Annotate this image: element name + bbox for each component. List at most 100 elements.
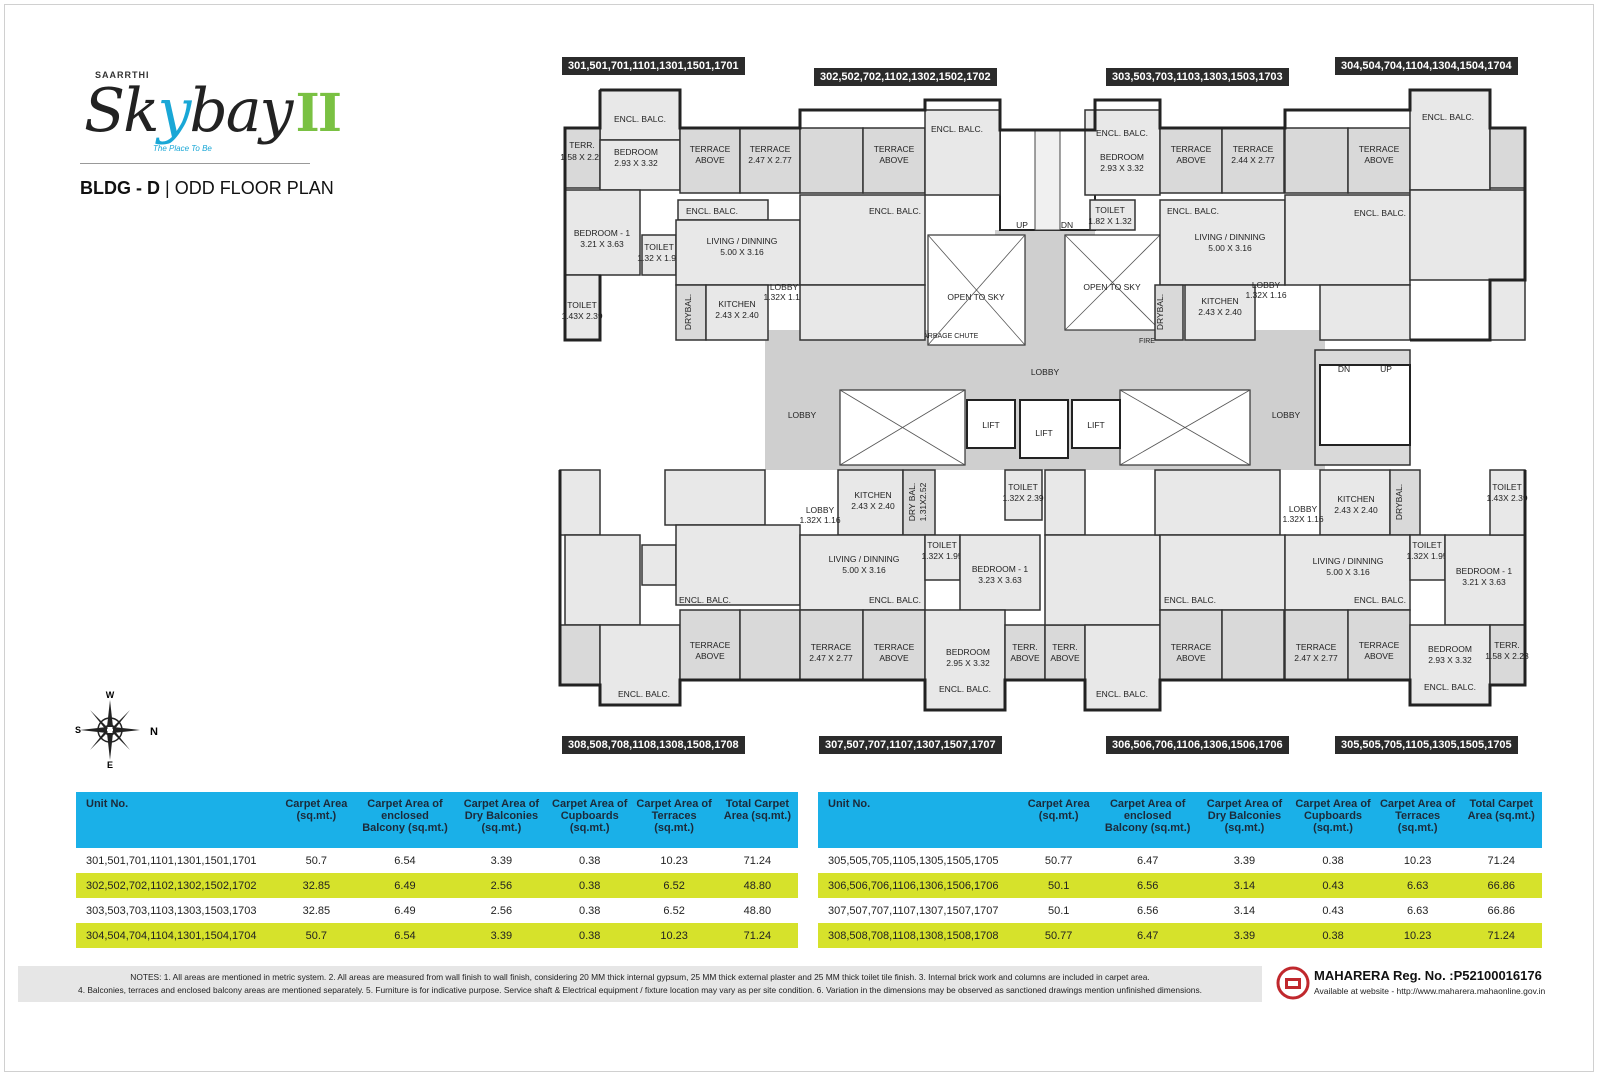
rera-reg-no: MAHARERA Reg. No. :P52100016176 <box>1314 968 1542 983</box>
area-cell: 50.7 <box>277 923 356 948</box>
svg-text:DRYBAL.: DRYBAL. <box>1394 484 1404 520</box>
svg-text:1.58 X 2.23: 1.58 X 2.23 <box>1485 651 1529 661</box>
svg-text:ENCL. BALC.: ENCL. BALC. <box>1167 206 1219 216</box>
open-shaft-north <box>1119 389 1251 466</box>
svg-text:ABOVE: ABOVE <box>879 653 909 663</box>
area-cell: 71.24 <box>716 923 798 948</box>
area-cell: 48.80 <box>716 873 798 898</box>
lobby-label-west: LOBBY <box>788 410 817 420</box>
svg-text:TERRACE: TERRACE <box>811 642 852 652</box>
col-encl: Carpet Area of enclosed Balcony (sq.mt.) <box>355 792 455 848</box>
svg-text:TOILET: TOILET <box>927 540 957 550</box>
svg-text:TERRACE: TERRACE <box>1233 144 1274 154</box>
svg-text:KITCHEN: KITCHEN <box>1337 494 1374 504</box>
area-cell: 3.39 <box>454 923 548 948</box>
svg-text:ABOVE: ABOVE <box>1050 653 1080 663</box>
open-to-sky-label: OPEN TO SKY <box>1083 282 1141 292</box>
area-cell: 6.63 <box>1406 904 1429 917</box>
svg-text:2.43 X 2.40: 2.43 X 2.40 <box>1334 505 1378 515</box>
svg-text:ABOVE: ABOVE <box>1364 651 1394 661</box>
garbage-chute-label: GARBAGE CHUTE <box>918 333 979 340</box>
svg-text:2.44 X 2.77: 2.44 X 2.77 <box>1231 155 1275 165</box>
compass-w: W <box>106 690 115 700</box>
area-cell: 3.39 <box>1233 854 1256 867</box>
area-cell: 3.39 <box>1197 923 1292 948</box>
svg-text:1.43X 2.39: 1.43X 2.39 <box>1486 493 1527 503</box>
svg-text:5.00 X 3.16: 5.00 X 3.16 <box>842 565 886 575</box>
svg-text:TERRACE: TERRACE <box>690 144 731 154</box>
svg-text:KITCHEN: KITCHEN <box>854 490 891 500</box>
svg-text:DRYBAL.: DRYBAL. <box>683 294 693 330</box>
area-table-left: Unit No. Carpet Area (sq.mt.) Carpet Are… <box>76 792 798 948</box>
svg-text:TERRACE: TERRACE <box>690 640 731 650</box>
col-total: Total Carpet Area (sq.mt.) <box>716 792 798 848</box>
svg-text:ENCL. BALC.: ENCL. BALC. <box>931 124 983 134</box>
svg-text:1.58 X 2.23: 1.58 X 2.23 <box>560 152 604 162</box>
area-cell: 3.14 <box>1233 904 1256 917</box>
svg-text:ABOVE: ABOVE <box>1176 653 1206 663</box>
lobby-label-center: LOBBY <box>1031 367 1060 377</box>
notes-box: NOTES: 1. All areas are mentioned in met… <box>18 966 1262 1002</box>
compass-n: N <box>150 726 158 738</box>
svg-text:1.32X 2.39: 1.32X 2.39 <box>1002 493 1043 503</box>
compass-e: E <box>107 760 113 770</box>
area-cell: 66.86 <box>1487 904 1515 917</box>
svg-text:ENCL. BALC.: ENCL. BALC. <box>1096 128 1148 138</box>
svg-text:DRY BAL.: DRY BAL. <box>907 483 917 521</box>
maharera-logo-icon <box>1276 966 1310 1000</box>
compass-icon: W E S N <box>75 690 158 770</box>
area-cell: 6.49 <box>394 904 416 917</box>
unit-label-308: 308,508,708,1108,1308,1508,1708 <box>562 736 745 754</box>
svg-text:2.47 X 2.77: 2.47 X 2.77 <box>809 653 853 663</box>
svg-text:ENCL. BALC.: ENCL. BALC. <box>618 689 670 699</box>
svg-text:UP: UP <box>1016 220 1028 230</box>
svg-text:2.43 X 2.40: 2.43 X 2.40 <box>851 501 895 511</box>
divider <box>80 163 310 164</box>
svg-text:BEDROOM - 1: BEDROOM - 1 <box>1456 566 1512 576</box>
area-cell: 0.38 <box>579 854 601 867</box>
svg-text:1.82 X 1.32: 1.82 X 1.32 <box>1088 216 1132 226</box>
svg-text:1.32X 1.95: 1.32X 1.95 <box>1406 551 1447 561</box>
svg-text:TOILET: TOILET <box>1095 205 1125 215</box>
svg-text:2.93 X 3.32: 2.93 X 3.32 <box>614 158 658 168</box>
svg-text:LOBBY: LOBBY <box>1252 280 1281 290</box>
area-cell: 0.43 <box>1322 904 1344 917</box>
unit-307: KITCHEN 2.43 X 2.40 DRY BAL. 1.31X2.52 L… <box>799 469 1046 711</box>
rera-block: MAHARERA Reg. No. :P52100016176 Availabl… <box>1276 966 1576 1002</box>
svg-text:3.21 X 3.63: 3.21 X 3.63 <box>580 239 624 249</box>
floor-plan: .rm{fill:#d9d9d9;stroke:#333;stroke-widt… <box>558 88 1529 712</box>
unit-no-cell: 308,508,708,1108,1308,1508,1708 <box>818 923 1020 948</box>
col-encl: Carpet Area of enclosed Balcony (sq.mt.) <box>1097 792 1198 848</box>
lift-1 <box>966 399 1016 449</box>
area-cell: 0.38 <box>579 904 601 917</box>
area-cell: 48.80 <box>743 904 772 917</box>
svg-text:DN: DN <box>1338 364 1350 374</box>
svg-text:LIVING / DINNING: LIVING / DINNING <box>1313 556 1384 566</box>
svg-text:ENCL. BALC.: ENCL. BALC. <box>869 206 921 216</box>
unit-303: ENCL. BALC. BEDROOM 2.93 X 3.32 TOILET 1… <box>1084 109 1287 341</box>
area-cell: 6.49 <box>355 873 455 898</box>
svg-text:1.43X 2.39: 1.43X 2.39 <box>561 311 602 321</box>
unit-no-cell: 306,506,706,1106,1306,1506,1706 <box>818 873 1020 898</box>
svg-text:ENCL. BALC.: ENCL. BALC. <box>1354 595 1406 605</box>
stair-west: UP DN <box>999 129 1096 231</box>
unit-301: ENCL. BALC. TERR. 1.58 X 2.23 BEDROOM 2.… <box>560 89 805 341</box>
fire-label: FIRE <box>1139 338 1155 345</box>
svg-text:TERR.: TERR. <box>1052 642 1078 652</box>
area-cell: 10.23 <box>631 923 717 948</box>
area-cell: 50.7 <box>305 854 328 867</box>
area-cell: 6.56 <box>1136 904 1159 917</box>
svg-text:5.00 X 3.16: 5.00 X 3.16 <box>1326 567 1370 577</box>
page-frame <box>4 4 1594 1072</box>
col-terr: Carpet Area of Terraces (sq.mt.) <box>1374 792 1461 848</box>
svg-text:1.32X 1.16: 1.32X 1.16 <box>799 515 840 525</box>
col-unit: Unit No. <box>818 792 1020 848</box>
lift-label: LIFT <box>982 420 999 430</box>
unit-302: TERRACE ABOVE ENCL. BALC. ENCL. BALC. <box>799 109 1001 341</box>
svg-text:2.93 X 3.32: 2.93 X 3.32 <box>1100 163 1144 173</box>
area-cell: 50.1 <box>1047 904 1070 917</box>
area-cell: 2.56 <box>490 904 513 917</box>
lift-label: LIFT <box>1087 420 1104 430</box>
svg-text:1.32X 1.95: 1.32X 1.95 <box>921 551 962 561</box>
unit-304: TERRACE ABOVE ENCL. BALC. ENCL. BALC. <box>1284 89 1526 341</box>
